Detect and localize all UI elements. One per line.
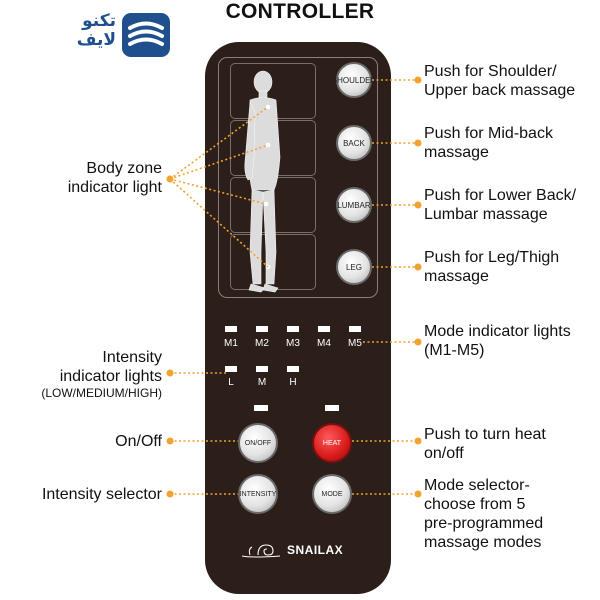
callout-back-line2: massage <box>424 144 489 161</box>
mode-button[interactable]: MODE <box>312 474 352 514</box>
heat-light <box>325 405 339 411</box>
callout-back-line1: Push for Mid-back <box>424 125 553 142</box>
mode-light-m5 <box>349 326 361 332</box>
callout-mode-selector-line2: choose from 5 <box>424 496 526 513</box>
on-off-button[interactable]: ON/OFF <box>238 423 278 463</box>
callout-intensity-lights-line2: indicator lights <box>59 368 162 385</box>
intensity-label-medium: M <box>257 377 267 388</box>
callout-shoulder-line2: Upper back massage <box>424 82 576 99</box>
callout-heat-line2: on/off <box>424 445 464 462</box>
callout-mode-selector: Mode selector- choose from 5 pre-program… <box>424 476 543 552</box>
intensity-light-medium <box>256 366 268 372</box>
mode-light-m4 <box>318 326 330 332</box>
logo-text: تكنو لايف <box>52 12 116 50</box>
intensity-button[interactable]: INTENSITY <box>238 474 278 514</box>
mode-label-m3: M3 <box>286 338 300 349</box>
callout-intensity-selector: Intensity selector <box>41 486 162 503</box>
callout-body-zone-line2: indicator light <box>67 179 162 196</box>
callout-mode-selector-line1: Mode selector- <box>424 477 530 494</box>
lumbar-button[interactable]: LUMBAR <box>336 187 372 223</box>
shoulder-button[interactable]: SHOULDER <box>332 62 376 98</box>
intensity-light-low <box>225 366 237 372</box>
mode-label-m2: M2 <box>255 338 269 349</box>
leg-button[interactable]: LEG <box>336 249 372 285</box>
callout-heat: Push to turn heat on/off <box>424 425 546 463</box>
callout-mode-lights: Mode indicator lights (M1-M5) <box>424 322 571 360</box>
heat-button[interactable]: HEAT <box>312 423 352 463</box>
body-figure-icon <box>244 70 281 293</box>
callout-leg: Push for Leg/Thigh massage <box>424 248 559 286</box>
callout-mode-selector-line4: massage modes <box>424 534 542 551</box>
callout-body-zone-line1: Body zone <box>86 160 162 177</box>
logo-icon <box>122 13 170 57</box>
brand-name: SNAILAX <box>287 543 344 557</box>
intensity-label-high: H <box>289 377 297 388</box>
callout-intensity-lights: Intensity indicator lights (LOW/MEDIUM/H… <box>41 348 162 401</box>
callout-leg-line2: massage <box>424 268 489 285</box>
callout-shoulder: Push for Shoulder/ Upper back massage <box>424 62 575 100</box>
callout-mode-selector-line3: pre-programmed <box>424 515 544 532</box>
callout-mode-lights-line2: (M1-M5) <box>424 342 485 359</box>
page-title: CONTROLLER <box>225 0 375 23</box>
callout-shoulder-line1: Push for Shoulder/ <box>424 63 557 80</box>
callout-lumbar-line2: Lumbar massage <box>424 206 548 223</box>
mode-label-m4: M4 <box>317 338 331 349</box>
intensity-label-low: L <box>228 377 234 388</box>
callout-back: Push for Mid-back massage <box>424 124 553 162</box>
callout-intensity-lights-line3: (LOW/MEDIUM/HIGH) <box>41 386 162 400</box>
logo-text-line2: لايف <box>76 30 116 50</box>
callout-body-zone: Body zone indicator light <box>68 159 162 197</box>
callout-lumbar: Push for Lower Back/ Lumbar massage <box>424 186 576 224</box>
callout-heat-line1: Push to turn heat <box>424 426 546 443</box>
mode-light-m2 <box>256 326 268 332</box>
mode-label-m5: M5 <box>348 338 362 349</box>
power-light <box>254 405 268 411</box>
callout-lumbar-line1: Push for Lower Back/ <box>424 187 577 204</box>
mode-light-m3 <box>287 326 299 332</box>
callout-intensity-lights-line1: Intensity <box>102 349 162 366</box>
snail-logo-icon <box>241 544 281 558</box>
logo-text-line1: تكنو <box>82 11 116 31</box>
callout-mode-lights-line1: Mode indicator lights <box>424 323 571 340</box>
callout-on-off: On/Off <box>115 433 162 450</box>
intensity-light-high <box>287 366 299 372</box>
callout-leg-line1: Push for Leg/Thigh <box>424 249 560 266</box>
brand-mark: SNAILAX <box>240 541 343 559</box>
mode-light-m1 <box>225 326 237 332</box>
mode-label-m1: M1 <box>224 338 238 349</box>
back-button[interactable]: BACK <box>336 125 372 161</box>
